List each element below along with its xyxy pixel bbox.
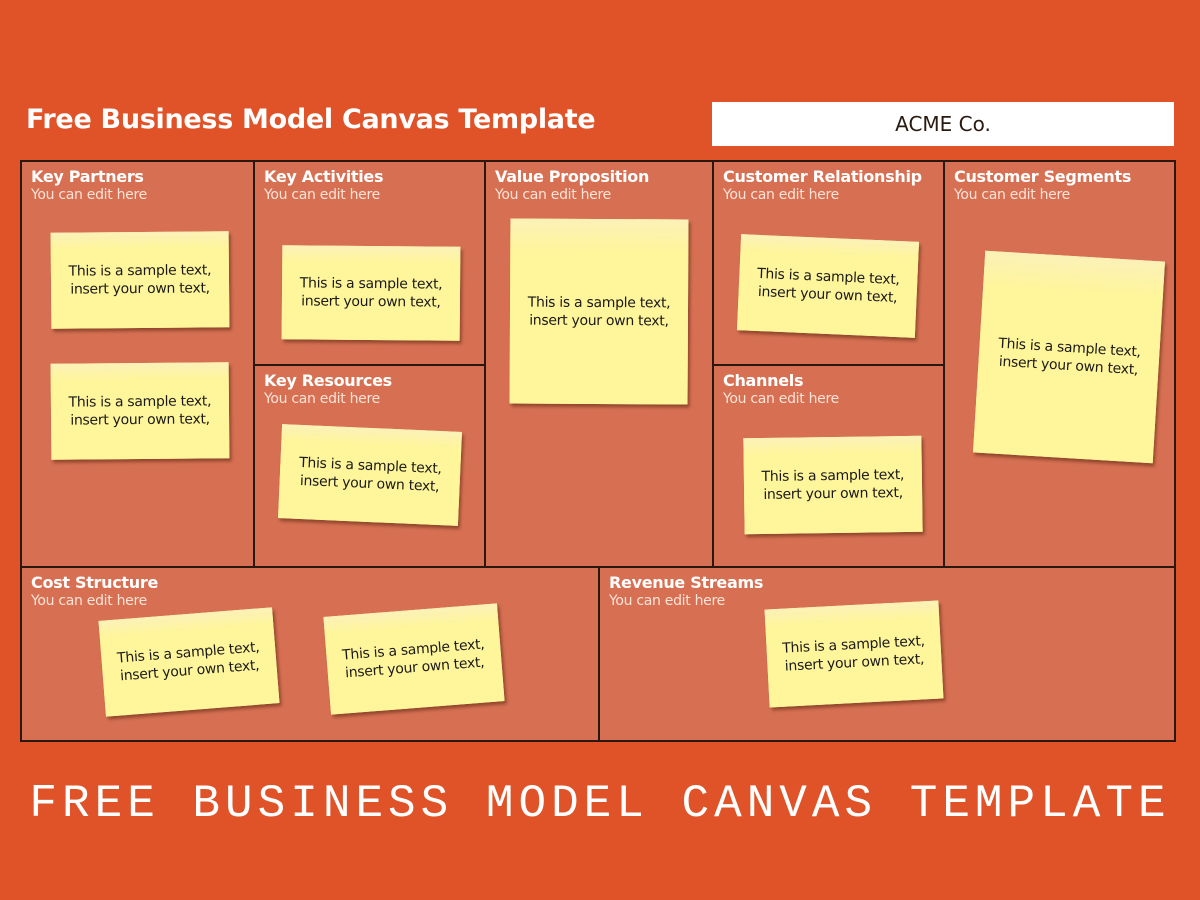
section-subtitle: You can edit here <box>495 187 611 203</box>
section-subtitle: You can edit here <box>609 593 725 609</box>
section-subtitle: You can edit here <box>723 187 839 203</box>
sticky-note[interactable]: This is a sample text,insert your own te… <box>281 245 461 341</box>
section-subtitle: You can edit here <box>723 391 839 407</box>
sticky-note[interactable]: This is a sample text,insert your own te… <box>323 603 505 715</box>
section-title: Channels <box>723 371 804 390</box>
section-subtitle: You can edit here <box>31 593 147 609</box>
section-title: Key Resources <box>264 371 392 390</box>
section-title: Key Partners <box>31 167 144 186</box>
company-name-field[interactable]: ACME Co. <box>712 102 1174 146</box>
sticky-note[interactable]: This is a sample text,insert your own te… <box>509 218 689 405</box>
sticky-note[interactable]: This is a sample text,insert your own te… <box>973 250 1165 464</box>
section-title: Customer Segments <box>954 167 1132 186</box>
sticky-note[interactable]: This is a sample text,insert your own te… <box>743 435 923 535</box>
sticky-note[interactable]: This is a sample text,insert your own te… <box>98 607 280 717</box>
sticky-note[interactable]: This is a sample text,insert your own te… <box>278 424 462 526</box>
section-subtitle: You can edit here <box>264 187 380 203</box>
sticky-note[interactable]: This is a sample text,insert your own te… <box>50 362 230 460</box>
business-model-canvas: Key Partners You can edit here Key Activ… <box>20 160 1176 742</box>
section-subtitle: You can edit here <box>31 187 147 203</box>
section-title: Cost Structure <box>31 573 158 592</box>
section-title: Customer Relationship <box>723 167 922 186</box>
section-title: Revenue Streams <box>609 573 764 592</box>
sticky-note[interactable]: This is a sample text,insert your own te… <box>736 234 920 338</box>
section-title: Key Activities <box>264 167 384 186</box>
section-title: Value Proposition <box>495 167 650 186</box>
sticky-note[interactable]: This is a sample text,insert your own te… <box>764 600 944 708</box>
section-subtitle: You can edit here <box>954 187 1070 203</box>
footer-caption: FREE BUSINESS MODEL CANVAS TEMPLATE <box>29 778 1171 830</box>
page-title: Free Business Model Canvas Template <box>26 104 596 135</box>
section-subtitle: You can edit here <box>264 391 380 407</box>
sticky-note[interactable]: This is a sample text,insert your own te… <box>50 231 230 329</box>
